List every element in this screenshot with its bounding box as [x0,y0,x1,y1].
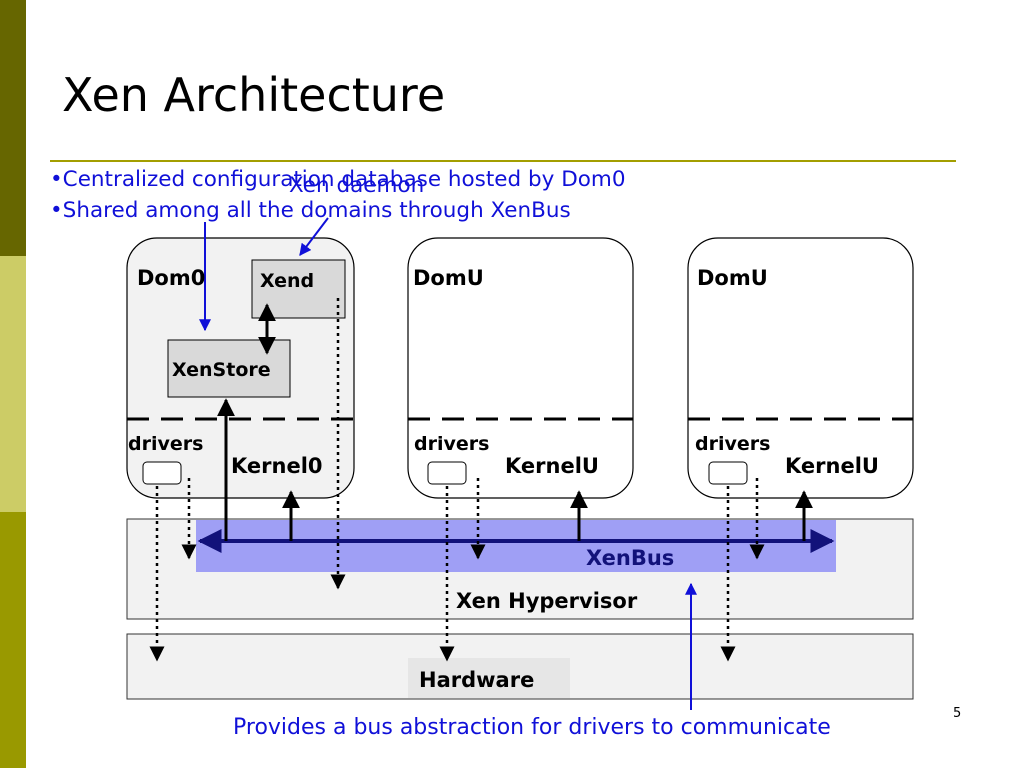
domu2-driver-box [708,461,748,485]
sidebar-dark-segment [0,0,26,256]
title-rule [50,160,956,162]
domu2-label: DomU [697,266,768,290]
kernelu1-label: KernelU [505,454,599,478]
kernelu2-label: KernelU [785,454,879,478]
page-number: 5 [953,706,962,721]
xend-label: Xend [260,270,314,292]
domu1-box [407,237,634,499]
daemon-xend-arrow [299,217,329,256]
sidebar-mid-segment [0,512,26,768]
xenbus-label: XenBus [586,546,674,570]
dom0-driver-box [142,461,182,485]
domu1-drivers-label: drivers [414,433,489,455]
domu1-label: DomU [413,266,484,290]
sidebar-light-segment [0,256,26,512]
kernel0-label: Kernel0 [231,454,323,478]
hypervisor-label: Xen Hypervisor [456,589,638,613]
xenstore-label: XenStore [172,359,271,381]
dom0-label: Dom0 [137,266,205,290]
bus-abstraction-note: Provides a bus abstraction for drivers t… [233,715,831,740]
xen-daemon-annotation: Xen daemon [289,173,425,198]
hardware-label-box [408,658,570,698]
hardware-label: Hardware [419,668,534,692]
dom0-drivers-label: drivers [128,433,203,455]
domu2-drivers-label: drivers [695,433,770,455]
bullet-shared-xenbus: •Shared among all the domains through Xe… [50,198,571,223]
domu1-driver-box [427,461,467,485]
bullet-centralized-database: •Centralized configuration database host… [50,167,626,192]
slide-title: Xen Architecture [62,68,446,122]
